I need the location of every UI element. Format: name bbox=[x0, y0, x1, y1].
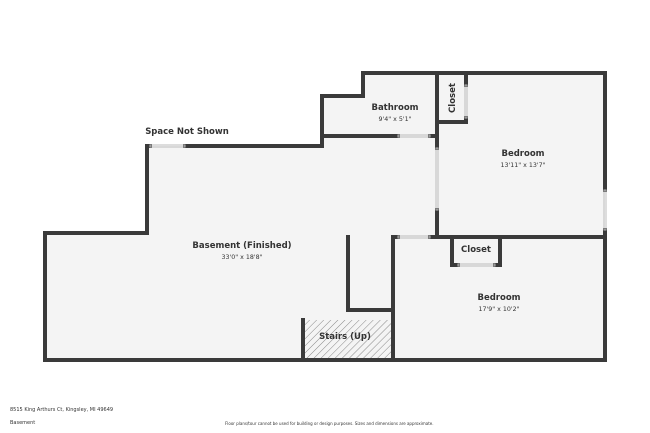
address: 8515 King Arthurs Ct, Kingsley, MI 49649 bbox=[10, 407, 114, 413]
floor-area bbox=[45, 73, 605, 360]
closet-top-label: Closet bbox=[448, 83, 458, 113]
bedroom-bottom-label: Bedroom bbox=[477, 293, 520, 303]
bathroom-dims: 9'4" x 5'1" bbox=[378, 116, 411, 123]
basement-dims: 33'0" x 18'8" bbox=[221, 254, 262, 261]
closet-bottom-label: Closet bbox=[461, 245, 491, 255]
doors-windows bbox=[149, 84, 607, 267]
basement-label: Basement (Finished) bbox=[192, 241, 291, 251]
bedroom-top-label: Bedroom bbox=[501, 149, 544, 159]
stairs-hatch bbox=[303, 320, 391, 358]
level-name: Basement bbox=[10, 420, 36, 426]
space-not-shown-label: Space Not Shown bbox=[145, 127, 229, 137]
bathroom-label: Bathroom bbox=[371, 103, 418, 113]
disclaimer: Floor plans/tour cannot be used for buil… bbox=[225, 421, 434, 426]
bedroom-bottom-dims: 17'9" x 10'2" bbox=[478, 306, 519, 313]
walls bbox=[43, 71, 607, 362]
stairs-label: Stairs (Up) bbox=[319, 332, 371, 342]
bedroom-top-dims: 13'11" x 13'7" bbox=[500, 162, 545, 169]
